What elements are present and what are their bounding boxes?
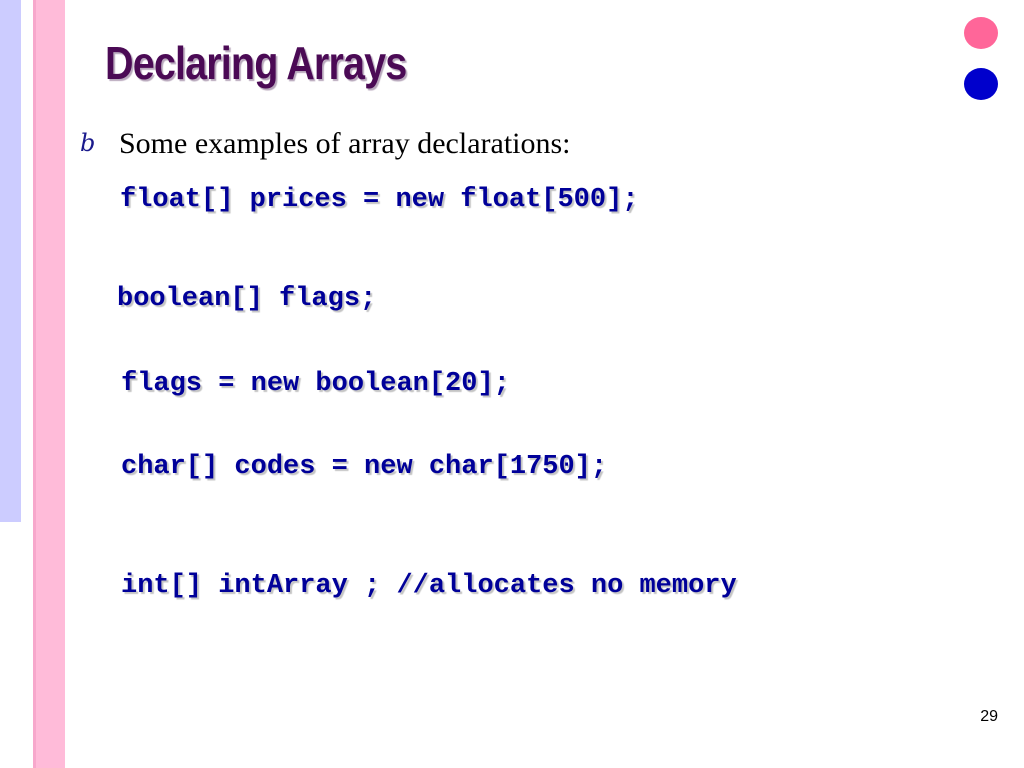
page-number: 29 <box>980 708 998 725</box>
left-pink-bar-edge <box>33 0 36 768</box>
blue-dot-decoration <box>964 68 998 100</box>
left-lavender-bar <box>0 0 21 522</box>
code-line-boolean-flags: boolean[] flags; <box>117 284 377 314</box>
code-line-int-array: int[] intArray ; //allocates no memory <box>121 571 737 601</box>
pink-dot-decoration <box>964 17 998 49</box>
code-line-flags-new: flags = new boolean[20]; <box>121 369 510 399</box>
code-line-char-codes: char[] codes = new char[1750]; <box>121 452 608 482</box>
bullet-glyph-icon: b <box>80 129 96 157</box>
bullet-text: Some examples of array declarations: <box>119 127 571 160</box>
left-pink-bar <box>33 0 65 768</box>
code-line-float-prices: float[] prices = new float[500]; <box>120 185 639 215</box>
slide-title: Declaring Arrays <box>105 37 407 89</box>
